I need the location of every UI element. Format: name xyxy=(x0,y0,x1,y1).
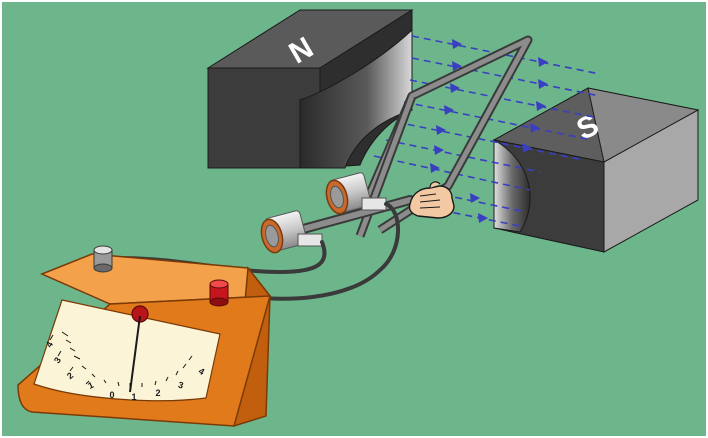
terminal-negative xyxy=(94,246,112,272)
galvanometer: 4 3 2 1 0 1 2 3 4 xyxy=(18,246,270,426)
terminal-positive xyxy=(210,280,228,306)
scale-label-right-1: 1 xyxy=(131,392,136,402)
brush-rear xyxy=(362,198,386,210)
scale-label-right-2: 2 xyxy=(155,388,160,398)
scale-label-zero: 0 xyxy=(109,390,114,400)
brush-front xyxy=(298,234,322,246)
